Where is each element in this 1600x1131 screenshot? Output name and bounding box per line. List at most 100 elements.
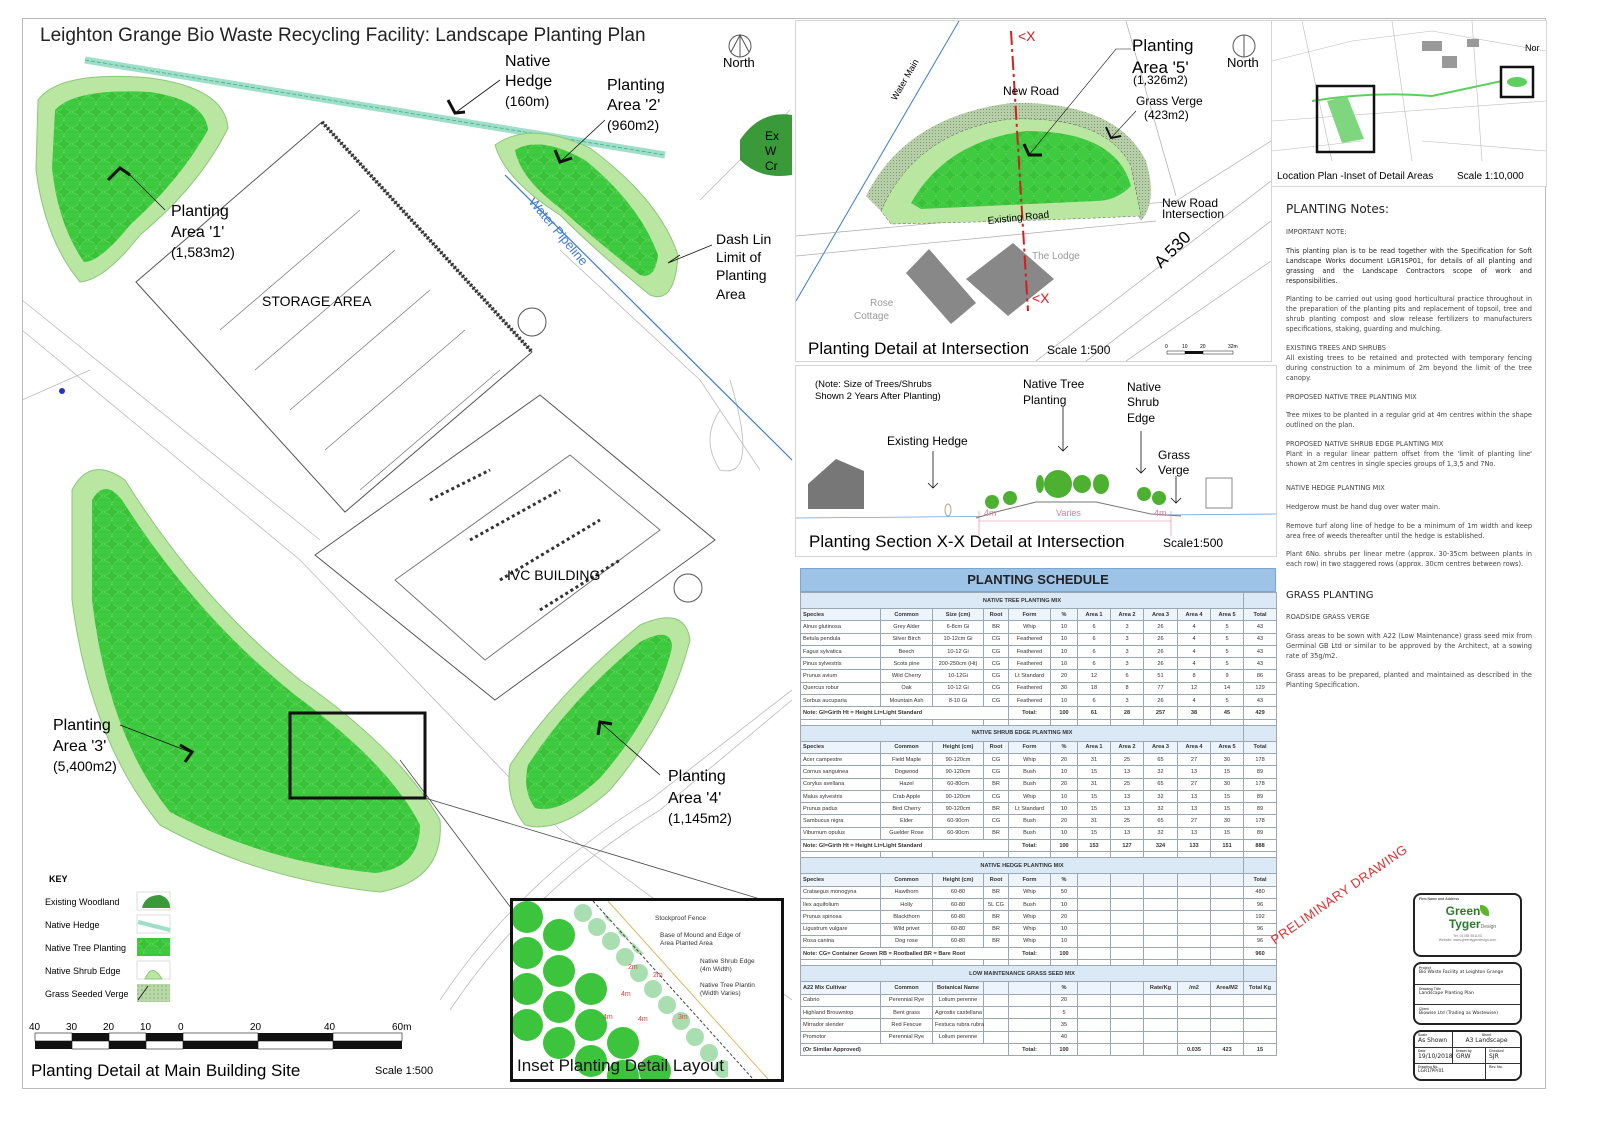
table-cell bbox=[1243, 724, 1278, 742]
table-cell: 5 bbox=[1050, 1006, 1078, 1020]
section-scale: Scale1:500 bbox=[1163, 536, 1223, 550]
table-cell bbox=[983, 1030, 1009, 1044]
firm-web: Website: www.greentygerdesign.com bbox=[1438, 938, 1497, 942]
svg-text:Planting: Planting bbox=[1132, 36, 1193, 55]
svg-text:(Note: Size of Trees/Shrubs: (Note: Size of Trees/Shrubs bbox=[815, 379, 932, 390]
table-cell: Common bbox=[880, 981, 933, 995]
table-cell: 86 bbox=[1243, 669, 1278, 683]
table-cell bbox=[1110, 897, 1144, 912]
table-cell: Total: bbox=[1008, 947, 1051, 961]
table-cell: 15 bbox=[1077, 789, 1111, 804]
intersection-scale: Scale 1:500 bbox=[1047, 343, 1111, 357]
table-cell: NATIVE HEDGE PLANTING MIX bbox=[799, 857, 1245, 875]
table-cell: Betula pendula bbox=[800, 632, 881, 646]
survey-point-icon bbox=[59, 388, 65, 394]
table-cell: Beech bbox=[880, 644, 933, 659]
svg-text:2m: 2m bbox=[628, 964, 638, 971]
table-cell: 27 bbox=[1177, 752, 1211, 767]
table-cell: CG bbox=[983, 657, 1009, 671]
table-cell: Area 1 bbox=[1077, 740, 1111, 754]
table-cell bbox=[1243, 592, 1278, 609]
svg-text:Existing Hedge: Existing Hedge bbox=[887, 434, 968, 448]
table-cell: 90-120cm bbox=[932, 789, 984, 804]
table-cell: 30 bbox=[1209, 814, 1245, 828]
table-cell: 6 bbox=[1077, 657, 1111, 671]
area3-label: Planting bbox=[53, 717, 111, 734]
table-cell: Red Fescue bbox=[880, 1018, 933, 1032]
table-cell: 30 bbox=[1209, 777, 1245, 791]
table-cell: Agrostis castellana bbox=[932, 1006, 984, 1020]
table-cell: 10-12Gi bbox=[932, 669, 984, 683]
table-cell: 20 bbox=[1050, 752, 1078, 767]
native-hedge-swatch bbox=[136, 914, 171, 934]
table-cell bbox=[1077, 1030, 1111, 1044]
table-cell: 10 bbox=[1050, 765, 1078, 779]
svg-text:Varies: Varies bbox=[1056, 508, 1081, 518]
svg-text:Native Tree: Native Tree bbox=[1023, 377, 1085, 391]
svg-text:40: 40 bbox=[324, 1022, 336, 1033]
table-cell: 60-80 bbox=[932, 934, 984, 949]
table-cell: Whip bbox=[1008, 752, 1051, 767]
table-cell: Form bbox=[1008, 607, 1051, 622]
intersection-panel: Water Main <X <X Planting Area '5' (1,32… bbox=[795, 20, 1272, 362]
table-cell: Feathered bbox=[1008, 632, 1051, 646]
table-cell bbox=[1143, 885, 1178, 899]
table-cell: 90-120cm bbox=[932, 765, 984, 779]
table-cell: 43 bbox=[1243, 632, 1278, 646]
table-cell: 3 bbox=[1110, 644, 1144, 659]
table-cell: Root bbox=[983, 873, 1009, 887]
section-header: NATIVE SHRUB EDGE PLANTING MIX bbox=[799, 724, 1278, 742]
notes-paragraph: All existing trees to be retained and pr… bbox=[1286, 353, 1532, 382]
table-cell: 61 bbox=[1077, 706, 1111, 720]
table-cell: 43 bbox=[1243, 657, 1278, 671]
table-cell: 6 bbox=[1077, 644, 1111, 659]
schedule-title: PLANTING SCHEDULE bbox=[800, 568, 1276, 592]
table-cell: 40 bbox=[1050, 1030, 1078, 1044]
green-tyger-logo: Green TygerDesign bbox=[1445, 904, 1497, 931]
table-cell: % bbox=[1050, 607, 1078, 622]
notes-paragraph: Planting to be carried out using good ho… bbox=[1286, 295, 1532, 334]
section-line-x bbox=[1010, 30, 1029, 312]
table-cell: Mirrador slender bbox=[800, 1018, 881, 1032]
table-cell bbox=[1110, 885, 1144, 899]
table-cell: Common bbox=[880, 607, 933, 622]
the-lodge-building bbox=[966, 243, 1054, 316]
legend-label: Grass Seeded Verge bbox=[45, 989, 129, 999]
table-cell: Area 3 bbox=[1143, 740, 1178, 754]
table-cell: 77 bbox=[1143, 681, 1178, 696]
table-cell: 15 bbox=[1209, 765, 1245, 779]
table-cell: 10 bbox=[1050, 802, 1078, 816]
client-name: Biowise Ltd (Trading as Wastewise) bbox=[1419, 1011, 1498, 1016]
planting-schedule: PLANTING SCHEDULE NATIVE TREE PLANTING M… bbox=[799, 568, 1278, 1057]
table-cell bbox=[1143, 873, 1178, 887]
location-caption: Location Plan -Inset of Detail Areas bbox=[1277, 171, 1433, 182]
area2-size: (960m2) bbox=[607, 117, 659, 133]
table-cell bbox=[1243, 1006, 1278, 1020]
table-cell: 8-10 Gi bbox=[932, 694, 984, 708]
table-cell: 15 bbox=[1077, 826, 1111, 841]
table-cell: CG bbox=[983, 765, 1009, 779]
svg-text:Native Tree Plantin: Native Tree Plantin bbox=[700, 982, 755, 989]
table-cell: 423 bbox=[1209, 1042, 1245, 1057]
drawing-title: Landscape Planting Plan bbox=[1419, 991, 1474, 996]
table-cell: 14 bbox=[1209, 681, 1245, 696]
table-cell: 20 bbox=[1050, 993, 1078, 1008]
table-cell: 25 bbox=[1110, 814, 1144, 828]
table-cell: 9 bbox=[1209, 669, 1245, 683]
table-cell: 10-12 Gi bbox=[932, 681, 984, 696]
table-cell: 192 bbox=[1243, 910, 1278, 924]
table-cell: CG bbox=[983, 681, 1009, 696]
detail-area-marker bbox=[1315, 84, 1376, 154]
table-cell: Prunus padus bbox=[800, 802, 881, 816]
table-cell: 8 bbox=[1110, 681, 1144, 696]
table-cell: 15 bbox=[1077, 802, 1111, 816]
table-cell bbox=[983, 981, 1009, 995]
